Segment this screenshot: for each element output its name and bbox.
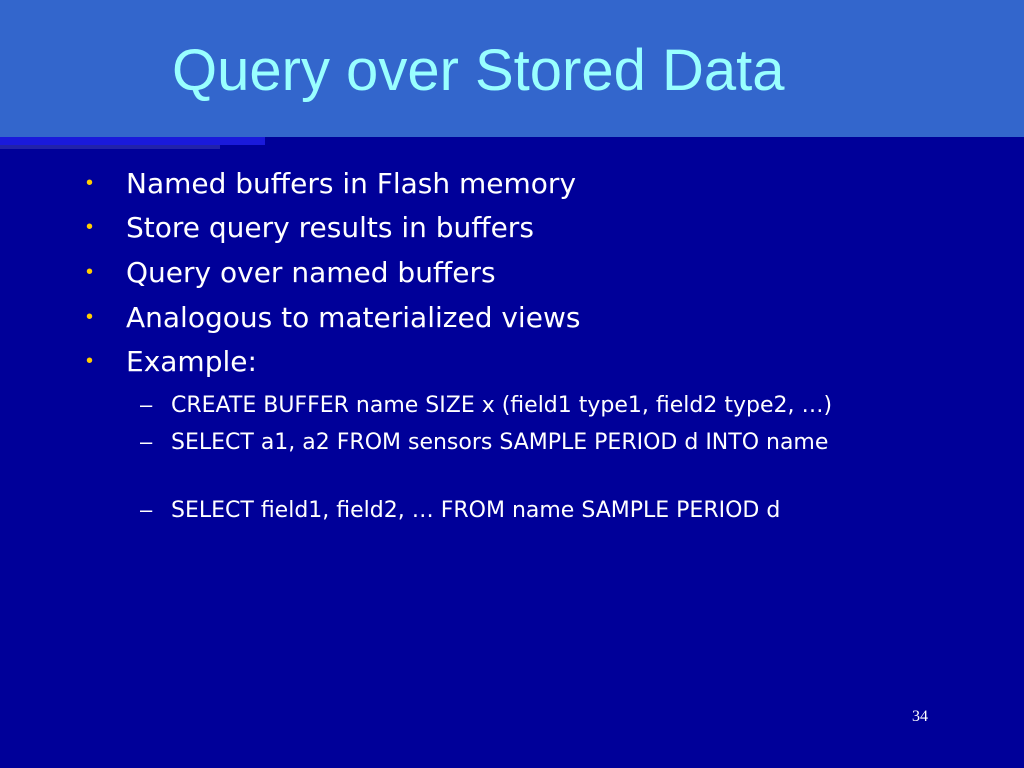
slide-title: Query over Stored Data [172, 38, 785, 103]
sub-bullet-marker: – [140, 429, 153, 454]
bullet-marker: • [86, 261, 94, 283]
bullet-marker: • [86, 216, 94, 238]
bullet-marker: • [86, 172, 94, 194]
sub-bullet-marker: – [140, 497, 153, 522]
title-band [0, 0, 1024, 137]
bullet-text: Example: [126, 345, 257, 378]
page-number: 34 [912, 708, 928, 725]
bullet-marker: • [86, 306, 94, 328]
title-accent-bar [0, 137, 265, 145]
sub-bullet-marker: – [140, 392, 153, 417]
bullet-text: Analogous to materialized views [126, 301, 581, 334]
bullet-text: Named buffers in Flash memory [126, 167, 577, 200]
bullet-marker: • [86, 350, 94, 372]
sub-bullet-text: SELECT field1, field2, … FROM name SAMPL… [171, 498, 781, 523]
bullet-text: Query over named buffers [126, 256, 496, 289]
sub-bullet-text: SELECT a1, a2 FROM sensors SAMPLE PERIOD… [171, 430, 829, 455]
bullet-text: Store query results in buffers [126, 211, 534, 244]
sub-bullet-text: CREATE BUFFER name SIZE x (field1 type1,… [171, 393, 833, 418]
title-accent-bar-lower [0, 145, 220, 149]
